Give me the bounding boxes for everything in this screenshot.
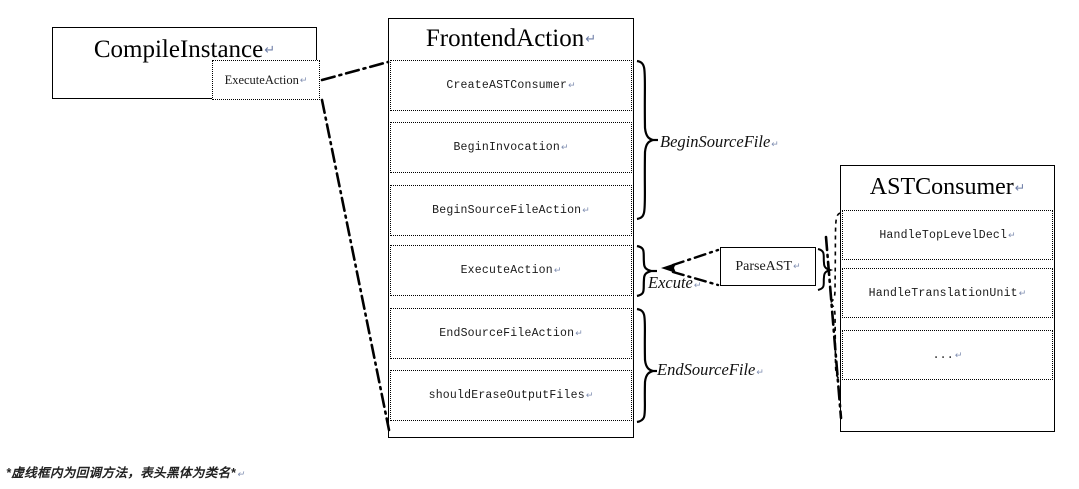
cr-mark: ↵	[582, 205, 590, 215]
cr-mark: ↵	[585, 31, 597, 46]
class-title-frontendaction-label: FrontendAction	[425, 25, 585, 52]
connector-excute-parseast-upper	[671, 248, 720, 267]
cr-mark: ↵	[299, 74, 308, 85]
connector-compileinstance-to-frontendaction-top	[320, 60, 390, 82]
class-title-astconsumer: ASTConsumer↵	[840, 165, 1055, 210]
cr-mark: ↵	[1018, 287, 1027, 298]
method-label-beginsourcefileaction: BeginSourceFileAction	[432, 204, 582, 217]
method-label-begininvocation: BeginInvocation	[453, 141, 560, 154]
group-label-endsourcefile: EndSourceFile↵	[657, 360, 764, 380]
cr-mark: ↵	[236, 469, 245, 479]
method-label-endsourcefileaction: EndSourceFileAction	[439, 327, 575, 340]
cr-mark: ↵	[1014, 180, 1026, 195]
cr-mark: ↵	[793, 261, 801, 271]
brace-beginsourcefile	[636, 59, 657, 221]
method-label-executeaction: ExecuteAction	[460, 264, 553, 277]
method-label-shoulderaseoutputfiles: shouldEraseOutputFiles	[428, 389, 585, 402]
cr-mark: ↵	[560, 142, 569, 152]
connector-compileinstance-to-frontendaction-bottom	[320, 98, 391, 432]
method-row-shoulderaseoutputfiles[interactable]: shouldEraseOutputFiles↵	[390, 370, 632, 421]
method-row-handletopleveldecl[interactable]: HandleTopLevelDecl↵	[842, 210, 1053, 260]
brace-astconsumer-left	[826, 212, 841, 380]
box-parseast-label: ParseAST	[735, 258, 793, 274]
class-box-frontendaction	[388, 18, 634, 438]
method-row-beginsourcefileaction[interactable]: BeginSourceFileAction↵	[390, 185, 632, 236]
method-label-handletranslationunit: HandleTranslationUnit	[868, 286, 1018, 300]
method-row-handletranslationunit[interactable]: HandleTranslationUnit↵	[842, 268, 1053, 318]
cr-mark: ↵	[771, 139, 779, 149]
group-label-beginsourcefile: BeginSourceFile↵	[660, 132, 779, 152]
method-label-createastconsumer: CreateASTConsumer	[446, 79, 568, 92]
cr-mark: ↵	[954, 349, 963, 360]
brace-parseast-right	[817, 248, 834, 291]
cr-mark: ↵	[693, 280, 702, 290]
cr-mark: ↵	[575, 328, 583, 338]
footnote: *虚线框内为回调方法，表头黑体为类名*↵	[6, 462, 245, 481]
cr-mark: ↵	[756, 367, 764, 377]
method-label-handletopleveldecl: HandleTopLevelDecl	[879, 228, 1008, 242]
group-label-excute-text: Excute	[648, 273, 693, 292]
cr-mark: ↵	[585, 390, 594, 400]
connector-parseast-to-astconsumer	[824, 235, 843, 420]
cr-mark: ↵	[1008, 229, 1016, 240]
box-parseast[interactable]: ParseAST↵	[720, 247, 816, 286]
method-row-createastconsumer[interactable]: CreateASTConsumer↵	[390, 60, 632, 111]
cr-mark: ↵	[553, 265, 562, 275]
group-label-beginsourcefile-text: BeginSourceFile	[660, 132, 771, 151]
method-row-compileinstance-executeaction[interactable]: ExecuteAction↵	[212, 60, 320, 100]
class-box-astconsumer	[840, 165, 1055, 432]
class-title-compileinstance: CompileInstance↵	[52, 27, 317, 73]
group-label-excute: Excute↵	[648, 273, 701, 293]
method-row-executeaction[interactable]: ExecuteAction↵	[390, 245, 632, 296]
cr-mark: ↵	[568, 80, 576, 90]
class-title-frontendaction: FrontendAction↵	[388, 18, 634, 60]
class-title-compileinstance-label: CompileInstance	[93, 36, 264, 63]
method-row-ellipsis[interactable]: ...↵	[842, 330, 1053, 380]
group-label-endsourcefile-text: EndSourceFile	[657, 360, 756, 379]
class-title-astconsumer-label: ASTConsumer	[869, 174, 1014, 200]
footnote-text: *虚线框内为回调方法，表头黑体为类名*	[6, 466, 236, 480]
arrowhead-parseast-to-excute	[661, 263, 676, 273]
method-label-executeaction-callout: ExecuteAction	[224, 72, 299, 87]
method-label-ellipsis: ...	[932, 348, 954, 362]
method-row-endsourcefileaction[interactable]: EndSourceFileAction↵	[390, 308, 632, 359]
brace-endsourcefile	[636, 307, 657, 424]
method-row-begininvocation[interactable]: BeginInvocation↵	[390, 122, 632, 173]
cr-mark: ↵	[264, 42, 276, 57]
